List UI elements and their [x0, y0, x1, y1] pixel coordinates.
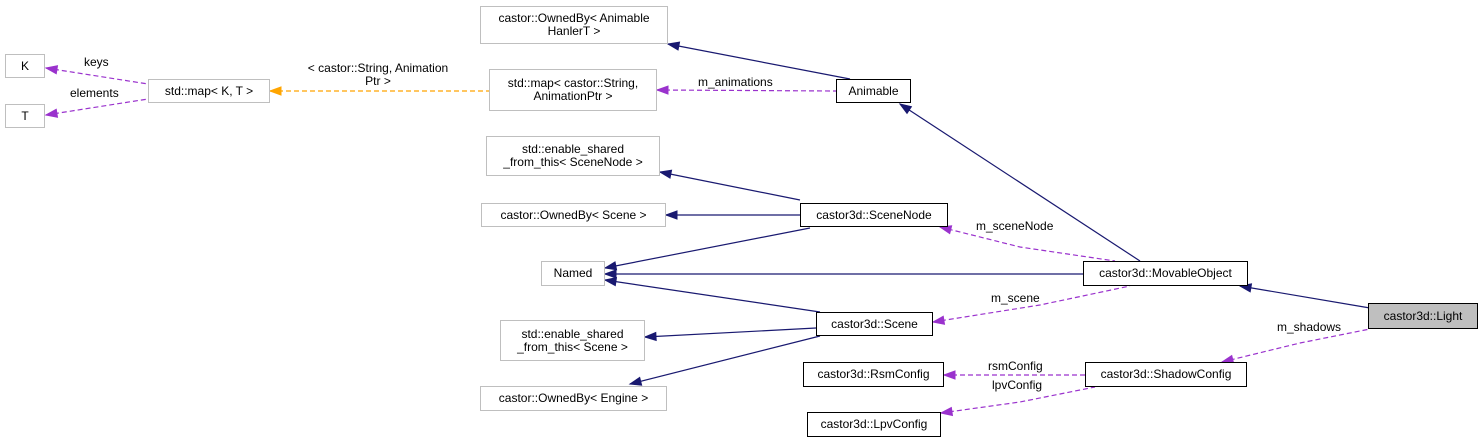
node-t[interactable]: T: [5, 104, 45, 128]
edge-light-movable: [1239, 285, 1371, 309]
node-scene[interactable]: castor3d::Scene: [816, 312, 933, 336]
node-scene-node[interactable]: castor3d::SceneNode: [800, 203, 948, 227]
node-std-map-k-t[interactable]: std::map< K, T >: [148, 79, 270, 103]
node-lpv-config-label: castor3d::LpvConfig: [820, 417, 928, 431]
edge-label-m-animations: m_animations: [698, 75, 773, 89]
edge-label-m-shadows: m_shadows: [1277, 320, 1342, 334]
node-enable-shared-scene[interactable]: std::enable_shared _from_this< Scene >: [500, 320, 645, 361]
node-scene-label: castor3d::Scene: [831, 316, 918, 331]
node-enable-shared-scenenode-label: std::enable_shared _from_this< SceneNode…: [503, 142, 643, 169]
edge-scene-enable-shared: [644, 327, 817, 338]
node-std-map-animation[interactable]: std::map< castor::String, AnimationPtr >: [489, 69, 657, 111]
node-movable-object-label: castor3d::MovableObject: [1099, 266, 1232, 280]
edge-m-animations-arrowhead: [655, 85, 669, 95]
node-enable-shared-scenenode[interactable]: std::enable_shared _from_this< SceneNode…: [486, 136, 660, 176]
node-std-map-animation-label: std::map< castor::String, AnimationPtr >: [507, 76, 639, 103]
edge-scene-named: [604, 279, 821, 313]
node-animable[interactable]: Animable: [836, 79, 911, 103]
node-shadow-config[interactable]: castor3d::ShadowConfig: [1085, 362, 1247, 387]
edge-scene-enable-shared-arrowhead: [643, 331, 657, 342]
edge-scenenode-named: [604, 227, 811, 269]
node-scene-node-label: castor3d::SceneNode: [816, 207, 932, 222]
edge-m-shadows: [1221, 328, 1371, 363]
node-named-label: Named: [553, 266, 593, 280]
node-owned-by-scene[interactable]: castor::OwnedBy< Scene >: [481, 203, 666, 227]
edge-template-instance-arrowhead: [268, 86, 282, 96]
node-owned-by-animable[interactable]: castor::OwnedBy< Animable HanlerT >: [480, 6, 668, 44]
edge-scene-ownedby-engine: [629, 335, 821, 385]
node-named[interactable]: Named: [541, 261, 605, 286]
edge-movable-named-arrowhead: [603, 269, 617, 279]
edge-label-m-scenenode: m_sceneNode: [976, 219, 1054, 233]
edge-map-to-k-arrowhead: [44, 65, 59, 75]
edge-animable-ownedby: [667, 43, 851, 80]
node-owned-by-scene-label: castor::OwnedBy< Scene >: [500, 207, 647, 222]
edge-animable-ownedby-arrowhead: [666, 41, 681, 51]
node-k-label: K: [20, 58, 29, 73]
edge-map-to-k: [45, 67, 149, 85]
edge-label-keys: keys: [84, 55, 109, 69]
node-movable-object[interactable]: castor3d::MovableObject: [1083, 261, 1248, 286]
node-light[interactable]: castor3d::Light: [1368, 303, 1478, 329]
edge-movable-animable: [899, 103, 1141, 262]
node-owned-by-animable-label: castor::OwnedBy< Animable HanlerT >: [498, 11, 650, 38]
edge-map-to-t-arrowhead: [44, 108, 59, 118]
node-animable-label: Animable: [848, 83, 899, 98]
node-t-label: T: [21, 108, 29, 123]
node-owned-by-engine-label: castor::OwnedBy< Engine >: [498, 391, 649, 405]
node-rsm-config-label: castor3d::RsmConfig: [817, 367, 930, 381]
node-lpv-config[interactable]: castor3d::LpvConfig: [807, 412, 941, 437]
node-std-map-k-t-label: std::map< K, T >: [164, 83, 254, 98]
node-shadow-config-label: castor3d::ShadowConfig: [1100, 367, 1232, 381]
node-k[interactable]: K: [5, 54, 45, 78]
node-owned-by-engine[interactable]: castor::OwnedBy< Engine >: [480, 386, 667, 411]
edge-scenenode-enable-shared-arrowhead: [658, 169, 673, 179]
node-light-label: castor3d::Light: [1383, 308, 1463, 323]
edge-lpvconfig-arrowhead: [939, 406, 954, 417]
edge-label-template-args: < castor::String, Animation Ptr >: [307, 61, 449, 88]
edge-map-to-t: [45, 98, 149, 116]
edge-label-lpvconfig: lpvConfig: [992, 378, 1043, 392]
edge-scene-named-arrowhead: [603, 277, 618, 287]
edge-scenenode-enable-shared: [659, 171, 801, 201]
edge-label-m-scene: m_scene: [991, 291, 1040, 305]
edge-label-rsmconfig: rsmConfig: [988, 359, 1043, 373]
edge-movable-animable-arrowhead: [898, 103, 913, 115]
edge-scene-ownedby-engine-arrowhead: [628, 376, 643, 386]
edge-m-scene: [932, 285, 1131, 323]
node-rsm-config[interactable]: castor3d::RsmConfig: [803, 362, 944, 387]
edge-scenenode-ownedby-arrowhead: [664, 210, 678, 220]
edge-scenenode-named-arrowhead: [603, 261, 618, 271]
node-enable-shared-scene-label: std::enable_shared _from_this< Scene >: [517, 326, 628, 354]
edge-lpvconfig: [940, 386, 1096, 414]
edge-m-scenenode: [939, 226, 1116, 262]
edge-m-animations: [656, 89, 837, 92]
edge-rsmconfig-arrowhead: [942, 370, 956, 380]
edge-m-scene-arrowhead: [931, 315, 946, 325]
edge-label-elements: elements: [70, 86, 119, 100]
